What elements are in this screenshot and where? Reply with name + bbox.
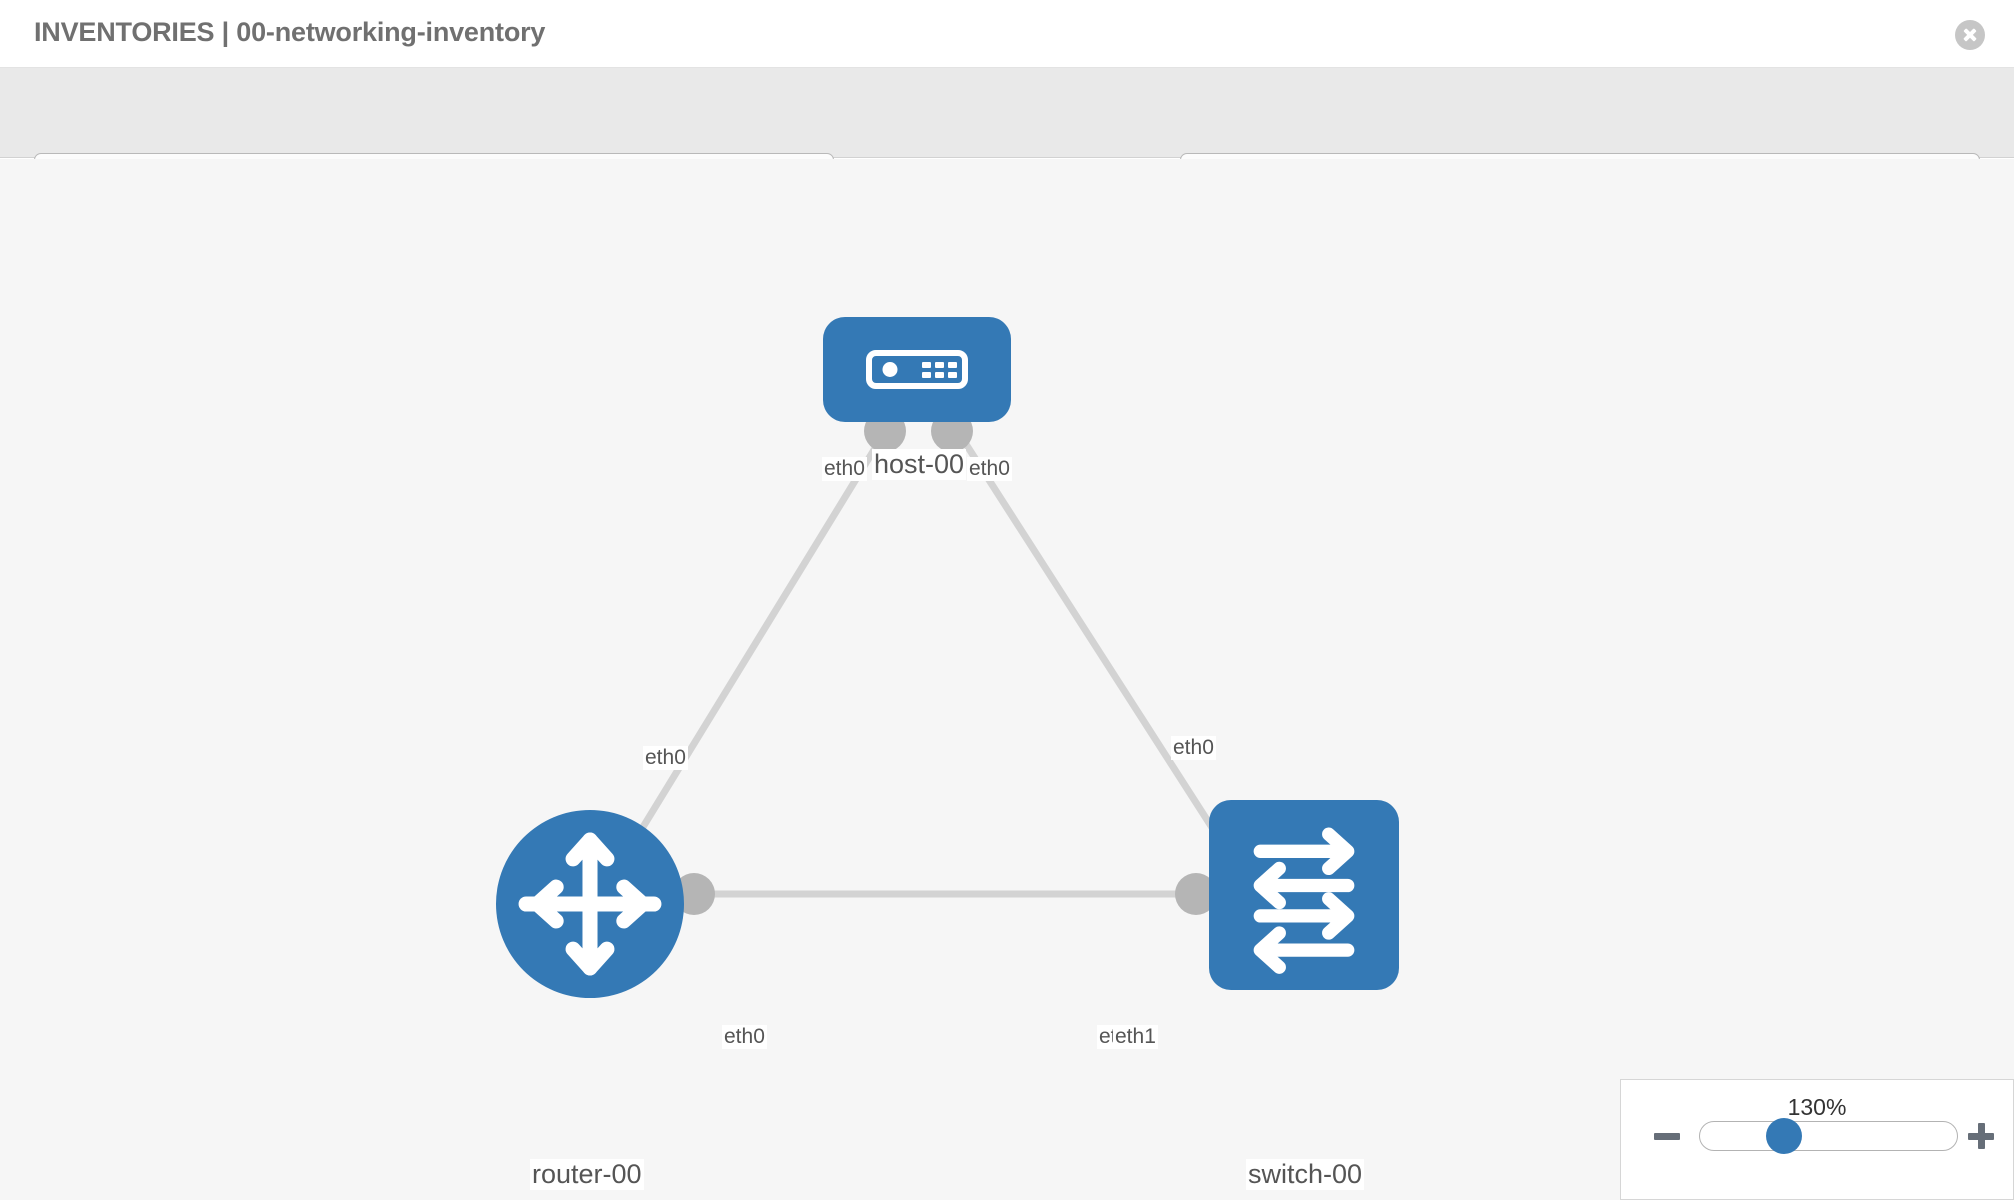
page-title: INVENTORIES | 00-networking-inventory [34, 17, 546, 47]
link-connectors [673, 410, 1253, 915]
toolbar: ACTIONS SEARCH [0, 68, 2014, 209]
page-header: INVENTORIES | 00-networking-inventory [0, 0, 2014, 68]
edge-label-switch-left-over: eth1 [1113, 1025, 1158, 1049]
edge-label-router-up: eth0 [643, 746, 688, 770]
edge-label-host-left: eth0 [822, 457, 867, 481]
node-label-switch: switch-00 [1246, 1159, 1365, 1191]
zoom-slider-thumb[interactable] [1766, 1118, 1802, 1154]
node-switch-00[interactable] [1209, 800, 1399, 990]
nub-switch-left [1175, 873, 1217, 915]
edge-label-switch-up: eth0 [1171, 736, 1216, 760]
edge-label-host-right: eth0 [967, 457, 1012, 481]
plus-icon[interactable] [1968, 1123, 1994, 1149]
router-arrows-icon [518, 832, 662, 976]
node-label-host: host-00 [872, 449, 967, 481]
close-icon[interactable] [1955, 20, 1985, 50]
server-icon [866, 350, 968, 389]
zoom-slider-track[interactable] [1699, 1121, 1958, 1151]
topology-links [602, 410, 1253, 915]
switch-arrows-icon [1253, 827, 1355, 974]
node-host-00[interactable] [823, 317, 1011, 422]
node-label-router: router-00 [530, 1159, 644, 1191]
zoom-level-value: 130% [1787, 1094, 1847, 1120]
link-host-switch [952, 425, 1248, 881]
zoom-control-panel: 130% [1620, 1079, 2014, 1200]
link-host-router [602, 425, 891, 891]
link-lines [602, 425, 1248, 898]
edge-label-router-right: eth0 [722, 1025, 767, 1049]
minus-icon[interactable] [1654, 1133, 1680, 1140]
topology-canvas[interactable]: host-00 router-00 switch-00 eth0 eth0 et… [0, 159, 2014, 1200]
node-router-00[interactable] [496, 810, 684, 998]
